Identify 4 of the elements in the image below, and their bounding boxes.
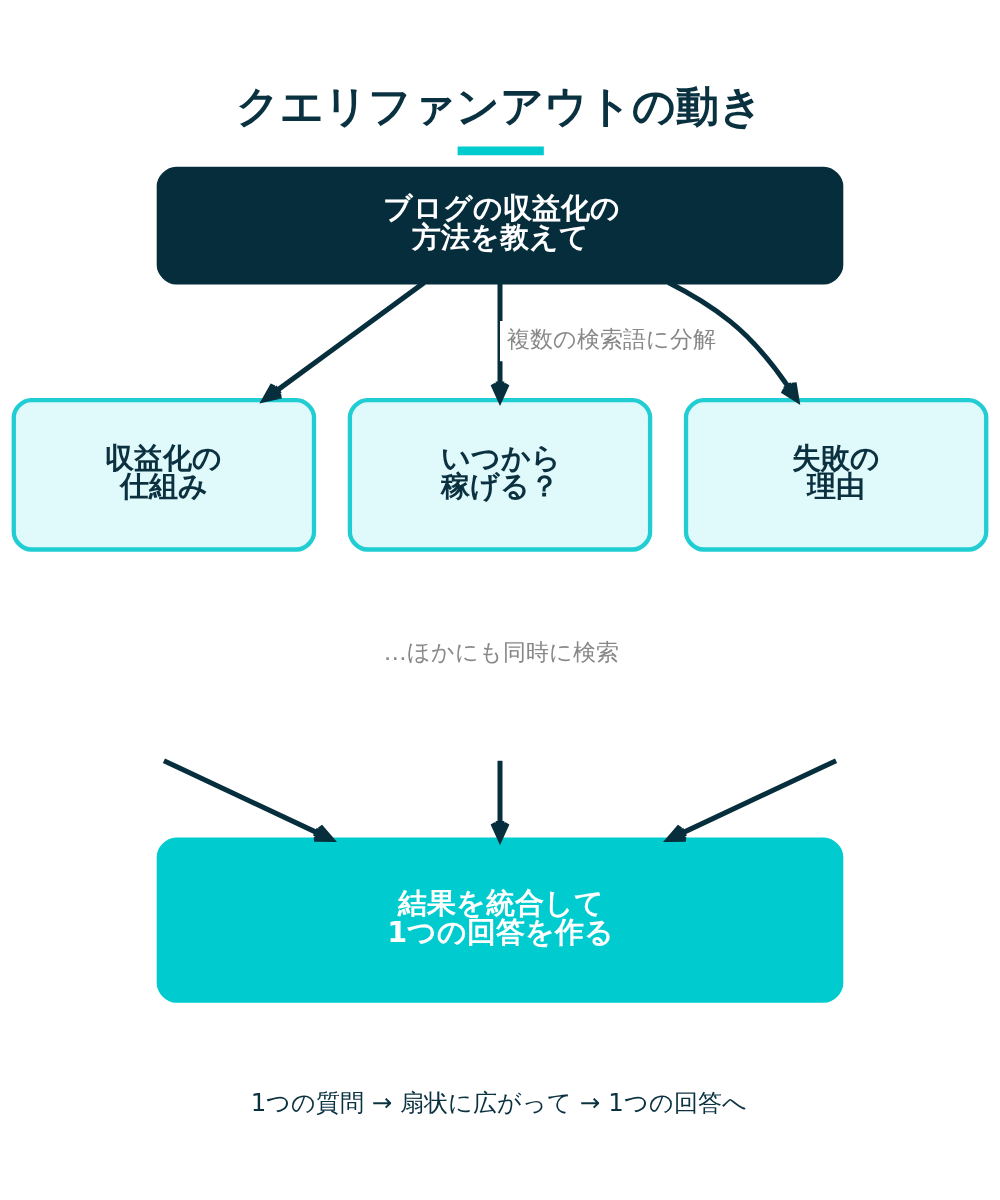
edge-label: 複数の検索語に分解 — [507, 325, 717, 352]
diagram-title: クエリファンアウトの動き — [235, 80, 763, 131]
label: …ほかにも同時に検索 — [383, 638, 619, 665]
caption: 1つの質問 → 扇状に広がって → 1つの回答へ — [250, 1087, 747, 1117]
